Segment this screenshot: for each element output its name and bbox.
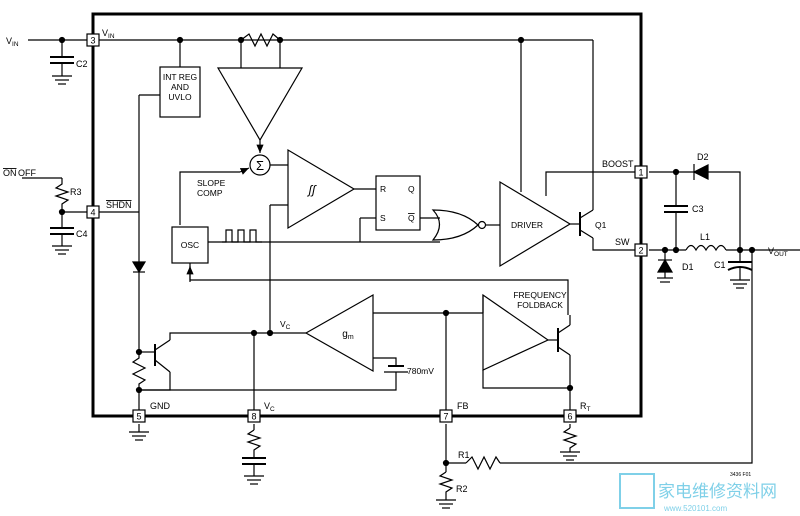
- foldback-amplifier: [482, 293, 550, 371]
- r3-label: R3: [70, 187, 82, 197]
- l1-label: L1: [700, 232, 710, 242]
- pin-8-box: [247, 409, 261, 423]
- pin-2-num: 2: [638, 246, 643, 256]
- pin-7-label: FB: [457, 401, 469, 411]
- pin-8-num: 8: [251, 412, 256, 422]
- slope-line-2: COMP: [197, 188, 223, 198]
- int-reg-block: [159, 66, 201, 118]
- r2-label: R2: [456, 484, 468, 494]
- pin-2-label: SW: [615, 237, 630, 247]
- ref-voltage: 780mV: [407, 366, 434, 376]
- driver-block: [499, 180, 572, 268]
- clock-waveform: [222, 229, 262, 243]
- gm-amplifier: [304, 293, 374, 373]
- driver-label: DRIVER: [511, 220, 543, 230]
- ff-qbar: Q: [408, 213, 415, 223]
- off-label: OFF: [18, 168, 36, 178]
- pin-5-num: 5: [136, 412, 141, 422]
- rs-flip-flop: [375, 175, 421, 231]
- sense-amplifier: [216, 67, 304, 142]
- pin-5-box: [132, 409, 146, 423]
- vout-label: VOUT: [768, 246, 788, 258]
- pin-5-label: GND: [150, 401, 171, 411]
- vc-internal-label: VC: [280, 319, 291, 331]
- pin-6-box: [563, 409, 577, 423]
- int-reg-line-3: UVLO: [168, 92, 192, 102]
- c4-label: C4: [76, 229, 88, 239]
- ff-q: Q: [408, 184, 415, 194]
- pin-3-box: [86, 33, 100, 47]
- pin-8-label: VC: [264, 401, 275, 413]
- pin-4-label: SHDN: [106, 200, 132, 210]
- schmitt-symbol: ʃʃ: [307, 183, 317, 197]
- watermark-cn: 家电维修资料网: [658, 482, 777, 501]
- freq-line-1: FREQUENCY: [513, 290, 567, 300]
- c2-label: C2: [76, 59, 88, 69]
- ff-s: S: [380, 213, 386, 223]
- int-reg-line-2: AND: [171, 82, 189, 92]
- pin-2-box: [634, 243, 648, 257]
- c1-label: C1: [714, 260, 726, 270]
- pin-1-num: 1: [638, 168, 643, 178]
- watermark: 家电维修资料网 www.520101.com: [619, 473, 777, 513]
- freq-line-2: FOLDBACK: [517, 300, 563, 310]
- pin-7-num: 7: [443, 412, 448, 422]
- ff-r: R: [380, 184, 386, 194]
- pin-6-label: RT: [580, 401, 591, 413]
- gm-label: gm: [342, 329, 354, 341]
- int-reg-line-1: INT REG: [163, 72, 197, 82]
- osc-label: OSC: [181, 240, 199, 250]
- figure-id: 3436 F01: [730, 472, 751, 478]
- pin-1-box: [634, 165, 648, 179]
- nor-gate: [431, 209, 479, 241]
- d2-label: D2: [697, 152, 709, 162]
- pin-6-num: 6: [567, 412, 572, 422]
- pin-7-box: [439, 409, 453, 423]
- pin-4-box: [86, 205, 100, 219]
- pin-3-num: 3: [90, 36, 95, 46]
- pin-3-label: VIN: [102, 28, 115, 40]
- c3-label: C3: [692, 204, 704, 214]
- pin-4-num: 4: [90, 208, 95, 218]
- q1-label: Q1: [595, 220, 607, 230]
- watermark-url: www.520101.com: [663, 504, 727, 513]
- sum-symbol: Σ: [256, 158, 264, 173]
- pin-1-label: BOOST: [602, 159, 634, 169]
- slope-line-1: SLOPE: [197, 178, 226, 188]
- on-label: ON: [3, 168, 17, 178]
- d1-label: D1: [682, 262, 694, 272]
- r1-label: R1: [458, 450, 470, 460]
- vin-label: VIN: [6, 36, 19, 48]
- pwm-comparator: [287, 148, 356, 230]
